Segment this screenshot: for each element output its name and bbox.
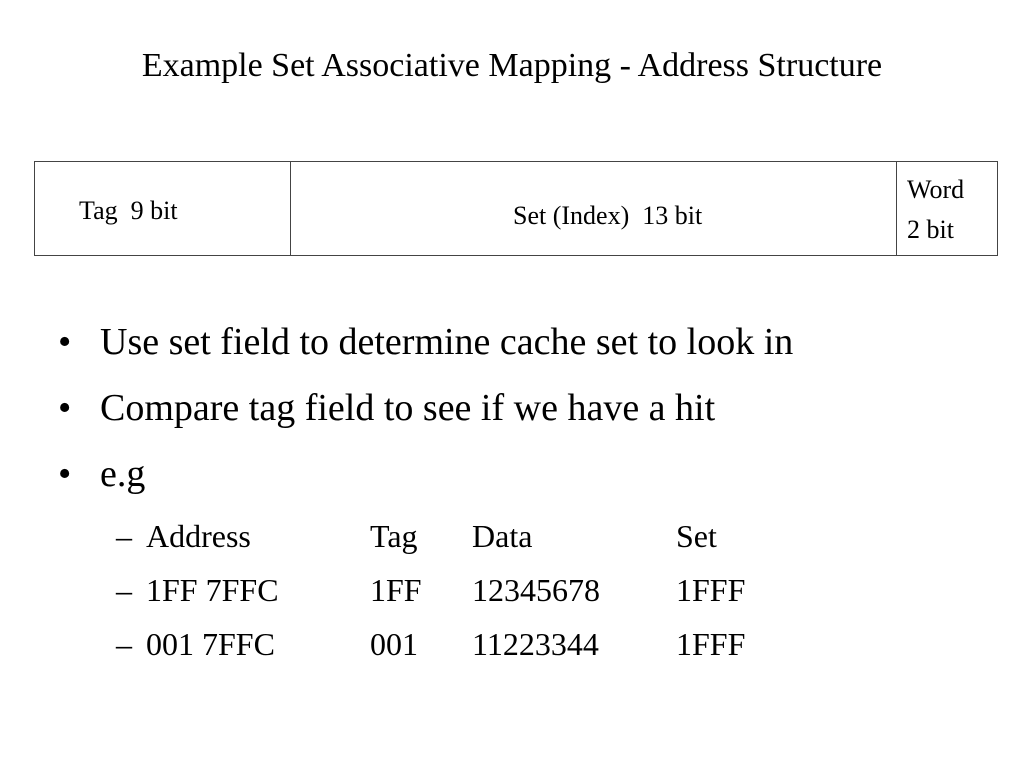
bullet-dot: •	[58, 387, 72, 429]
row-address: 1FF 7FFC	[146, 572, 279, 608]
bullet-item: • Compare tag field to see if we have a …	[58, 384, 998, 450]
bullet-dot: •	[58, 453, 72, 495]
tag-field-box: Tag 9 bit	[35, 162, 291, 255]
example-header-row: – Address Tag Data Set	[58, 516, 998, 570]
row-set: 1FFF	[676, 626, 746, 662]
bullet-item: • e.g	[58, 450, 998, 516]
word-field-bits: 2 bit	[907, 215, 954, 244]
set-field-box: Set (Index) 13 bit	[291, 162, 897, 255]
bullet-list: • Use set field to determine cache set t…	[58, 318, 998, 678]
tag-field-label: Tag 9 bit	[79, 196, 178, 225]
sub-bullet-dash: –	[116, 572, 132, 608]
row-data: 12345678	[472, 572, 600, 608]
set-field-label: Set (Index) 13 bit	[513, 201, 703, 230]
bullet-item: • Use set field to determine cache set t…	[58, 318, 998, 384]
sub-bullet-dash: –	[116, 518, 132, 554]
word-field-label: Word	[907, 175, 965, 204]
example-row: – 001 7FFC 001 11223344 1FFF	[58, 624, 998, 678]
header-tag: Tag	[370, 518, 418, 554]
bullet-text: e.g	[100, 453, 146, 495]
header-data: Data	[472, 518, 533, 554]
bullet-text: Compare tag field to see if we have a hi…	[100, 387, 716, 429]
header-set: Set	[676, 518, 717, 554]
slide-title: Example Set Associative Mapping - Addres…	[141, 47, 883, 84]
header-address: Address	[146, 518, 251, 554]
row-tag: 001	[370, 626, 418, 662]
row-data: 11223344	[472, 626, 599, 662]
address-structure-diagram: Tag 9 bit Set (Index) 13 bit Word 2 bit	[34, 161, 998, 256]
sub-bullet-dash: –	[116, 626, 132, 662]
row-address: 001 7FFC	[146, 626, 275, 662]
bullet-dot: •	[58, 321, 72, 363]
example-row: – 1FF 7FFC 1FF 12345678 1FFF	[58, 570, 998, 624]
word-field-box: Word 2 bit	[897, 162, 997, 255]
row-tag: 1FF	[370, 572, 422, 608]
row-set: 1FFF	[676, 572, 746, 608]
bullet-text: Use set field to determine cache set to …	[100, 321, 794, 363]
